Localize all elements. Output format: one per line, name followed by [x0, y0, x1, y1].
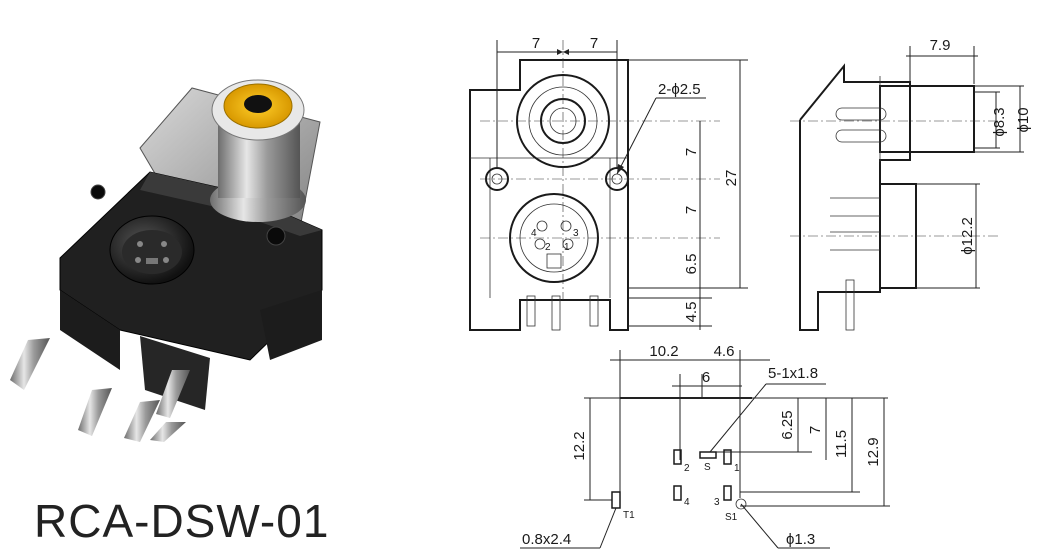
- fp-hole-note: ϕ1.3: [786, 531, 815, 548]
- fp-pad-label-s1: S1: [725, 512, 738, 523]
- front-top-dim-1: 7: [532, 35, 540, 52]
- fp-right-dim-6-25: 6.25: [779, 410, 796, 439]
- model-number: RCA-DSW-01: [34, 495, 330, 547]
- front-overall-height: 27: [723, 170, 740, 187]
- fp-left-dim: 12.2: [571, 431, 588, 460]
- side-dia-8-3: ϕ8.3: [991, 107, 1008, 136]
- fp-right-dim-12-9: 12.9: [865, 437, 882, 466]
- pcb-footprint: [520, 350, 890, 549]
- fp-right-dim-7: 7: [807, 426, 824, 434]
- fp-right-dim-11-5: 11.5: [833, 430, 850, 458]
- fp-dim-6: 6: [702, 369, 710, 386]
- side-dia-12-2: ϕ12.2: [959, 217, 976, 255]
- front-pin-label-3: 3: [573, 228, 579, 239]
- side-dia-10: ϕ10: [1015, 107, 1032, 132]
- fp-pad-label-3: 3: [714, 497, 720, 508]
- fp-pad-label-1: 1: [734, 463, 740, 474]
- front-vdim-4: 4.5: [683, 302, 700, 323]
- front-top-dim-2: 7: [590, 35, 598, 52]
- front-hole-note: 2-ϕ2.5: [658, 81, 701, 98]
- front-vdim-3: 6.5: [683, 254, 700, 275]
- product-photo: [0, 40, 400, 460]
- fp-pad-label-4: 4: [684, 497, 690, 508]
- side-top-dim: 7.9: [930, 37, 951, 54]
- front-vdim-2: 7: [683, 206, 700, 214]
- front-pin-label-1: 1: [564, 242, 570, 253]
- fp-pad-label-2: 2: [684, 463, 690, 474]
- fp-pad-label-t1: T1: [623, 510, 635, 521]
- front-pin-label-2: 2: [545, 242, 551, 253]
- fp-dim-4-6: 4.6: [714, 343, 735, 360]
- fp-pad-label-s: S: [704, 462, 711, 473]
- front-vdim-1: 7: [683, 148, 700, 156]
- fp-dim-10-2: 10.2: [649, 343, 678, 360]
- front-view: [469, 40, 748, 331]
- front-pin-label-4: 4: [531, 228, 537, 239]
- fp-slot-note: 5-1x1.8: [768, 365, 818, 382]
- side-view: [790, 46, 1024, 331]
- fp-tab-note: 0.8x2.4: [522, 531, 571, 548]
